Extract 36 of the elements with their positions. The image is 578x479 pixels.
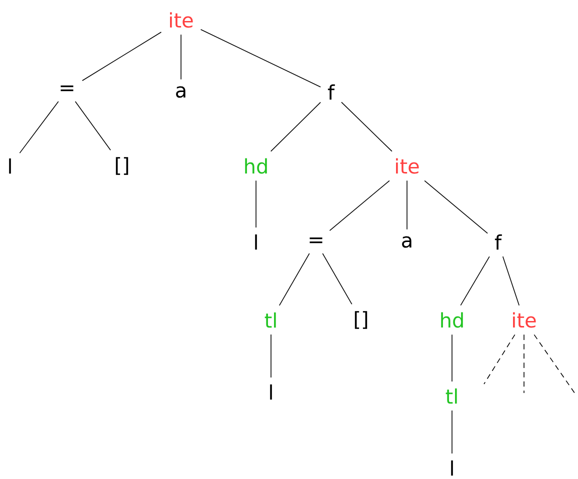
tree-node-label: = (60, 85, 74, 92)
tree-edge (19, 101, 59, 154)
tree-node-label: tl (446, 388, 457, 404)
tree-edge (278, 253, 310, 306)
tree-node-label: hd (245, 158, 267, 174)
tree-node-label: a (402, 236, 412, 248)
tree-edge (329, 180, 390, 231)
tree-edge (460, 256, 490, 306)
tree-edge (270, 102, 321, 152)
tree-node-label: l (9, 158, 11, 174)
tree-edge (180, 34, 182, 80)
tree-edge (82, 32, 162, 81)
tree-node-label: ite (396, 158, 419, 174)
tree-node-label: [] (354, 311, 368, 329)
tree-edge (484, 334, 516, 384)
tree-node-label: f (328, 84, 335, 100)
tree-edge (74, 101, 111, 151)
tree-node-label: l (451, 460, 453, 476)
tree-edge (341, 102, 392, 152)
tree-edge (322, 253, 352, 305)
tree-node-label: ite (513, 312, 536, 328)
tree-edge (424, 180, 488, 234)
tree-edge (406, 180, 408, 230)
tree-node-label: hd (441, 312, 463, 328)
tree-node-label: l (270, 384, 272, 400)
tree-edge (534, 334, 576, 396)
tree-node-label: ite (170, 12, 193, 28)
tree-edge (270, 334, 272, 378)
tree-edge (200, 29, 321, 88)
tree-node-label: l (255, 234, 257, 250)
tree-node-label: [] (116, 157, 128, 175)
tree-node-label: f (494, 234, 502, 250)
tree-node-label: = (310, 237, 322, 244)
tree-edge (502, 256, 520, 306)
tree-node-label: a (176, 86, 186, 98)
tree-node-label: tl (264, 312, 276, 328)
